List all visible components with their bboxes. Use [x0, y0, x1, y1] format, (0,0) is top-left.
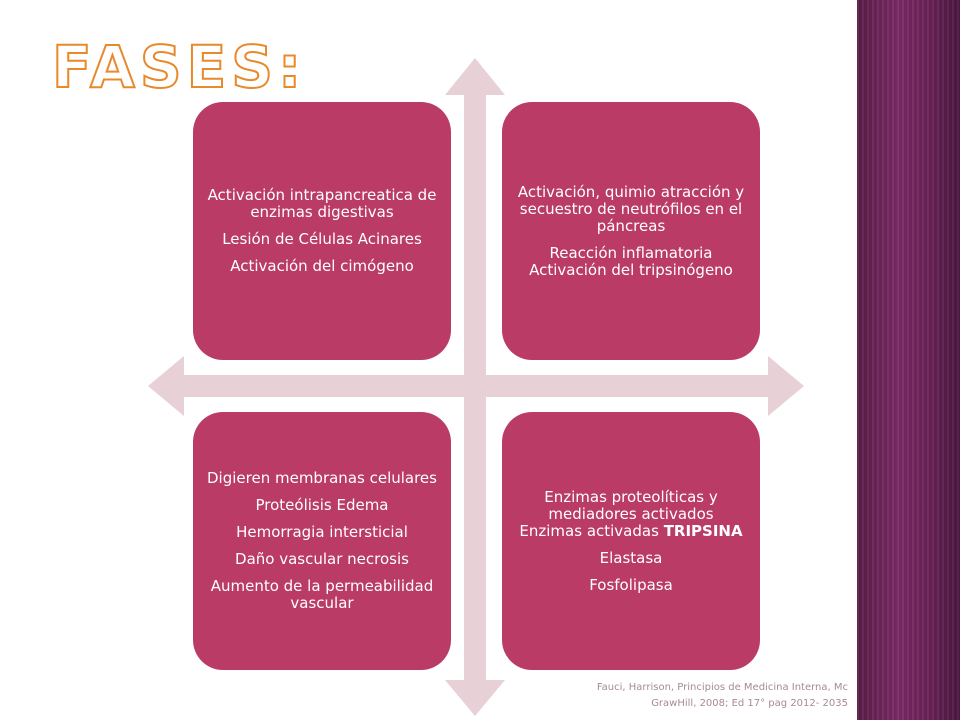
phase-text: Proteólisis Edema — [255, 496, 389, 514]
phase-text: Lesión de Células Acinares — [222, 230, 422, 248]
citation: Fauci, Harrison, Principios de Medicina … — [596, 682, 848, 709]
trypsin-label: TRIPSINA — [663, 521, 743, 540]
phase-text: Activación, quimio atracción y secuestro… — [517, 182, 745, 235]
phase-text: Hemorragia intersticial — [236, 523, 408, 541]
phase-box-bottom-right: Enzimas proteolíticas y mediadores activ… — [502, 412, 760, 670]
phase-text: Enzimas proteolíticas y mediadores activ… — [516, 487, 746, 540]
phase-text: Daño vascular necrosis — [235, 550, 409, 568]
phase-text: Reacción inflamatoria Activación del tri… — [529, 243, 733, 279]
page-title: FASES: — [51, 33, 307, 101]
phase-text: Digieren membranas celulares — [207, 469, 437, 487]
phase-box-top-right: Activación, quimio atracción y secuestro… — [502, 102, 760, 360]
phase-text: Aumento de la permeabilidad vascular — [210, 577, 434, 612]
phase-text-part: Enzimas proteolíticas y mediadores activ… — [519, 487, 718, 540]
side-decorative-band — [857, 0, 960, 720]
phase-box-bottom-left: Digieren membranas celulares Proteólisis… — [193, 412, 451, 670]
phase-text: Activación intrapancreatica de enzimas d… — [207, 186, 437, 221]
phase-box-top-left: Activación intrapancreatica de enzimas d… — [193, 102, 451, 360]
phase-text: Activación del cimógeno — [230, 257, 414, 275]
horizontal-double-arrow — [148, 356, 804, 416]
phase-text: Fosfolipasa — [589, 575, 673, 594]
phase-text: Elastasa — [599, 548, 663, 567]
